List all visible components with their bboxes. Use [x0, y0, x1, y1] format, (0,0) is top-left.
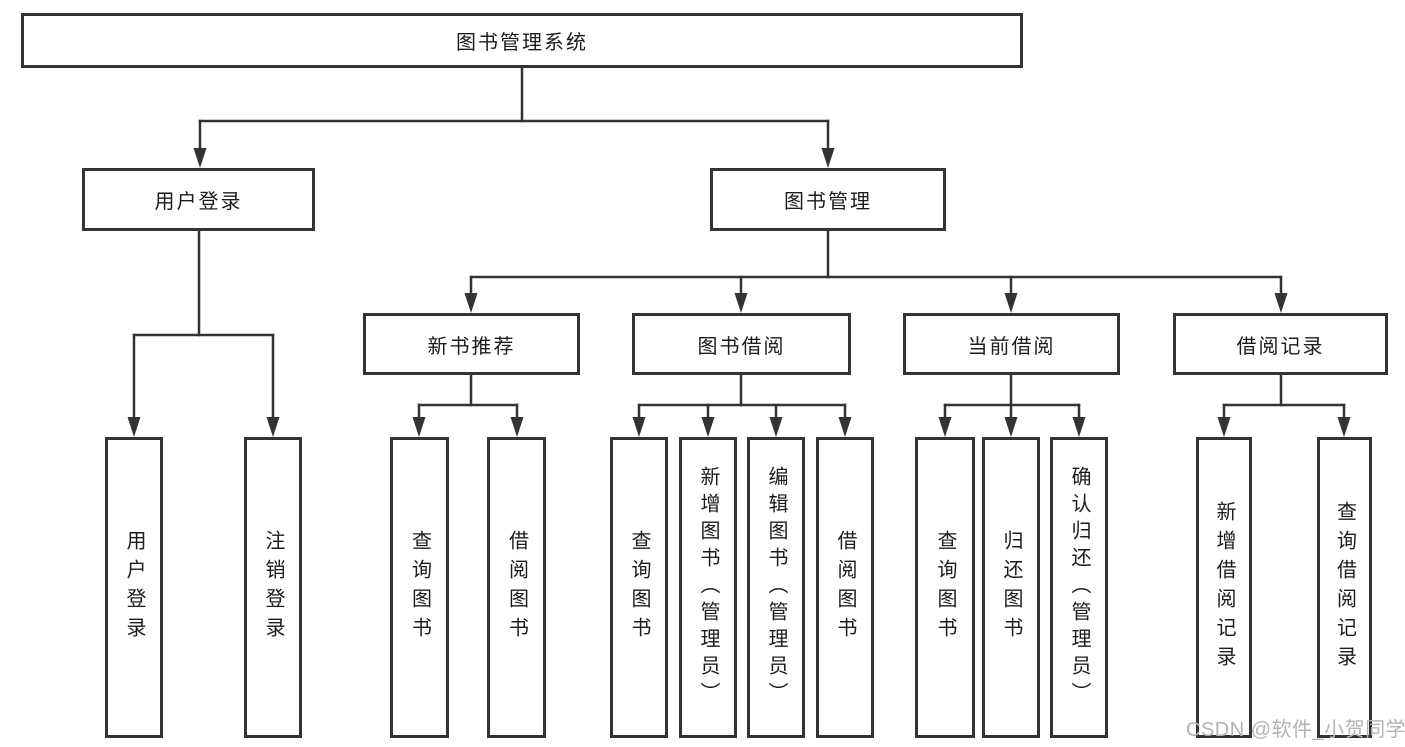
arrowhead-icon: [1004, 293, 1018, 313]
arrowhead-icon: [1004, 417, 1018, 437]
leaf-add-books-admin: 新增图书（管理员）: [679, 437, 737, 738]
node-book-management: 图书管理: [710, 168, 946, 231]
arrowhead-icon: [821, 148, 835, 168]
node-label: 图书借阅: [697, 335, 786, 358]
leaf-label: 用户登录: [123, 529, 145, 646]
leaf-label: 借阅图书: [505, 529, 528, 646]
arrowhead-icon: [464, 293, 478, 313]
arrowhead-icon: [193, 148, 207, 168]
connector-user-login-children: [127, 229, 280, 437]
leaf-query-books-2: 查询图书: [610, 437, 668, 738]
arrowhead-icon: [632, 417, 646, 437]
leaf-query-borrow-record: 查询借阅记录: [1317, 437, 1372, 738]
node-label: 图书管理: [784, 191, 872, 213]
arrowhead-icon: [1072, 417, 1086, 437]
leaf-label: 归还图书: [1000, 529, 1022, 646]
leaf-confirm-return-admin: 确认归还（管理员）: [1050, 437, 1108, 738]
connector-borrow-record-children: [1217, 373, 1351, 437]
arrowhead-icon: [1217, 417, 1231, 437]
csdn-watermark: CSDN @软件_小贺同学: [1186, 719, 1405, 741]
connector-current-borrow-children: [938, 373, 1086, 437]
arrowhead-icon: [127, 417, 141, 437]
connector-book-management-children: [464, 229, 1288, 313]
connector-new-book-children: [412, 373, 524, 437]
leaf-label: 新增图书（管理员）: [697, 466, 719, 709]
leaf-borrow-books-2: 借阅图书: [816, 437, 874, 738]
node-book-borrow: 图书借阅: [632, 313, 851, 375]
node-root-library-system: 图书管理系统: [21, 13, 1023, 68]
node-label: 新书推荐: [427, 335, 516, 358]
arrowhead-icon: [1274, 293, 1288, 313]
node-current-borrow: 当前借阅: [903, 313, 1120, 375]
node-user-login: 用户登录: [82, 168, 315, 231]
leaf-query-books-1: 查询图书: [390, 437, 449, 738]
leaf-query-books-3: 查询图书: [915, 437, 975, 738]
connector-book-borrow-children: [632, 373, 852, 437]
leaf-user-login: 用户登录: [105, 437, 163, 738]
leaf-borrow-books-1: 借阅图书: [487, 437, 546, 738]
leaf-label: 编辑图书（管理员）: [765, 466, 787, 709]
arrowhead-icon: [734, 293, 748, 313]
leaf-label: 确认归还（管理员）: [1068, 466, 1090, 709]
arrowhead-icon: [1337, 417, 1351, 437]
leaf-add-borrow-record: 新增借阅记录: [1196, 437, 1252, 738]
node-label: 当前借阅: [967, 335, 1056, 358]
arrowhead-icon: [701, 417, 715, 437]
connector-root-to-level2: [193, 67, 835, 168]
arrowhead-icon: [769, 417, 783, 437]
arrowhead-icon: [838, 417, 852, 437]
leaf-label: 借阅图书: [834, 529, 856, 646]
node-label: 借阅记录: [1236, 335, 1325, 358]
leaf-return-books: 归还图书: [982, 437, 1040, 738]
leaf-edit-books-admin: 编辑图书（管理员）: [747, 437, 805, 738]
node-label: 用户登录: [154, 191, 243, 213]
leaf-label: 注销登录: [262, 529, 284, 646]
node-label: 图书管理系统: [456, 32, 588, 54]
arrowhead-icon: [938, 417, 952, 437]
node-borrow-record: 借阅记录: [1173, 313, 1388, 375]
node-new-book-recommend: 新书推荐: [363, 313, 580, 375]
leaf-label: 查询图书: [934, 529, 956, 646]
arrowhead-icon: [510, 417, 524, 437]
leaf-label: 查询图书: [408, 529, 431, 646]
leaf-label: 查询借阅记录: [1333, 500, 1356, 675]
arrowhead-icon: [266, 417, 280, 437]
leaf-logout: 注销登录: [244, 437, 302, 738]
leaf-label: 查询图书: [628, 529, 650, 646]
leaf-label: 新增借阅记录: [1213, 500, 1235, 675]
arrowhead-icon: [412, 417, 426, 437]
